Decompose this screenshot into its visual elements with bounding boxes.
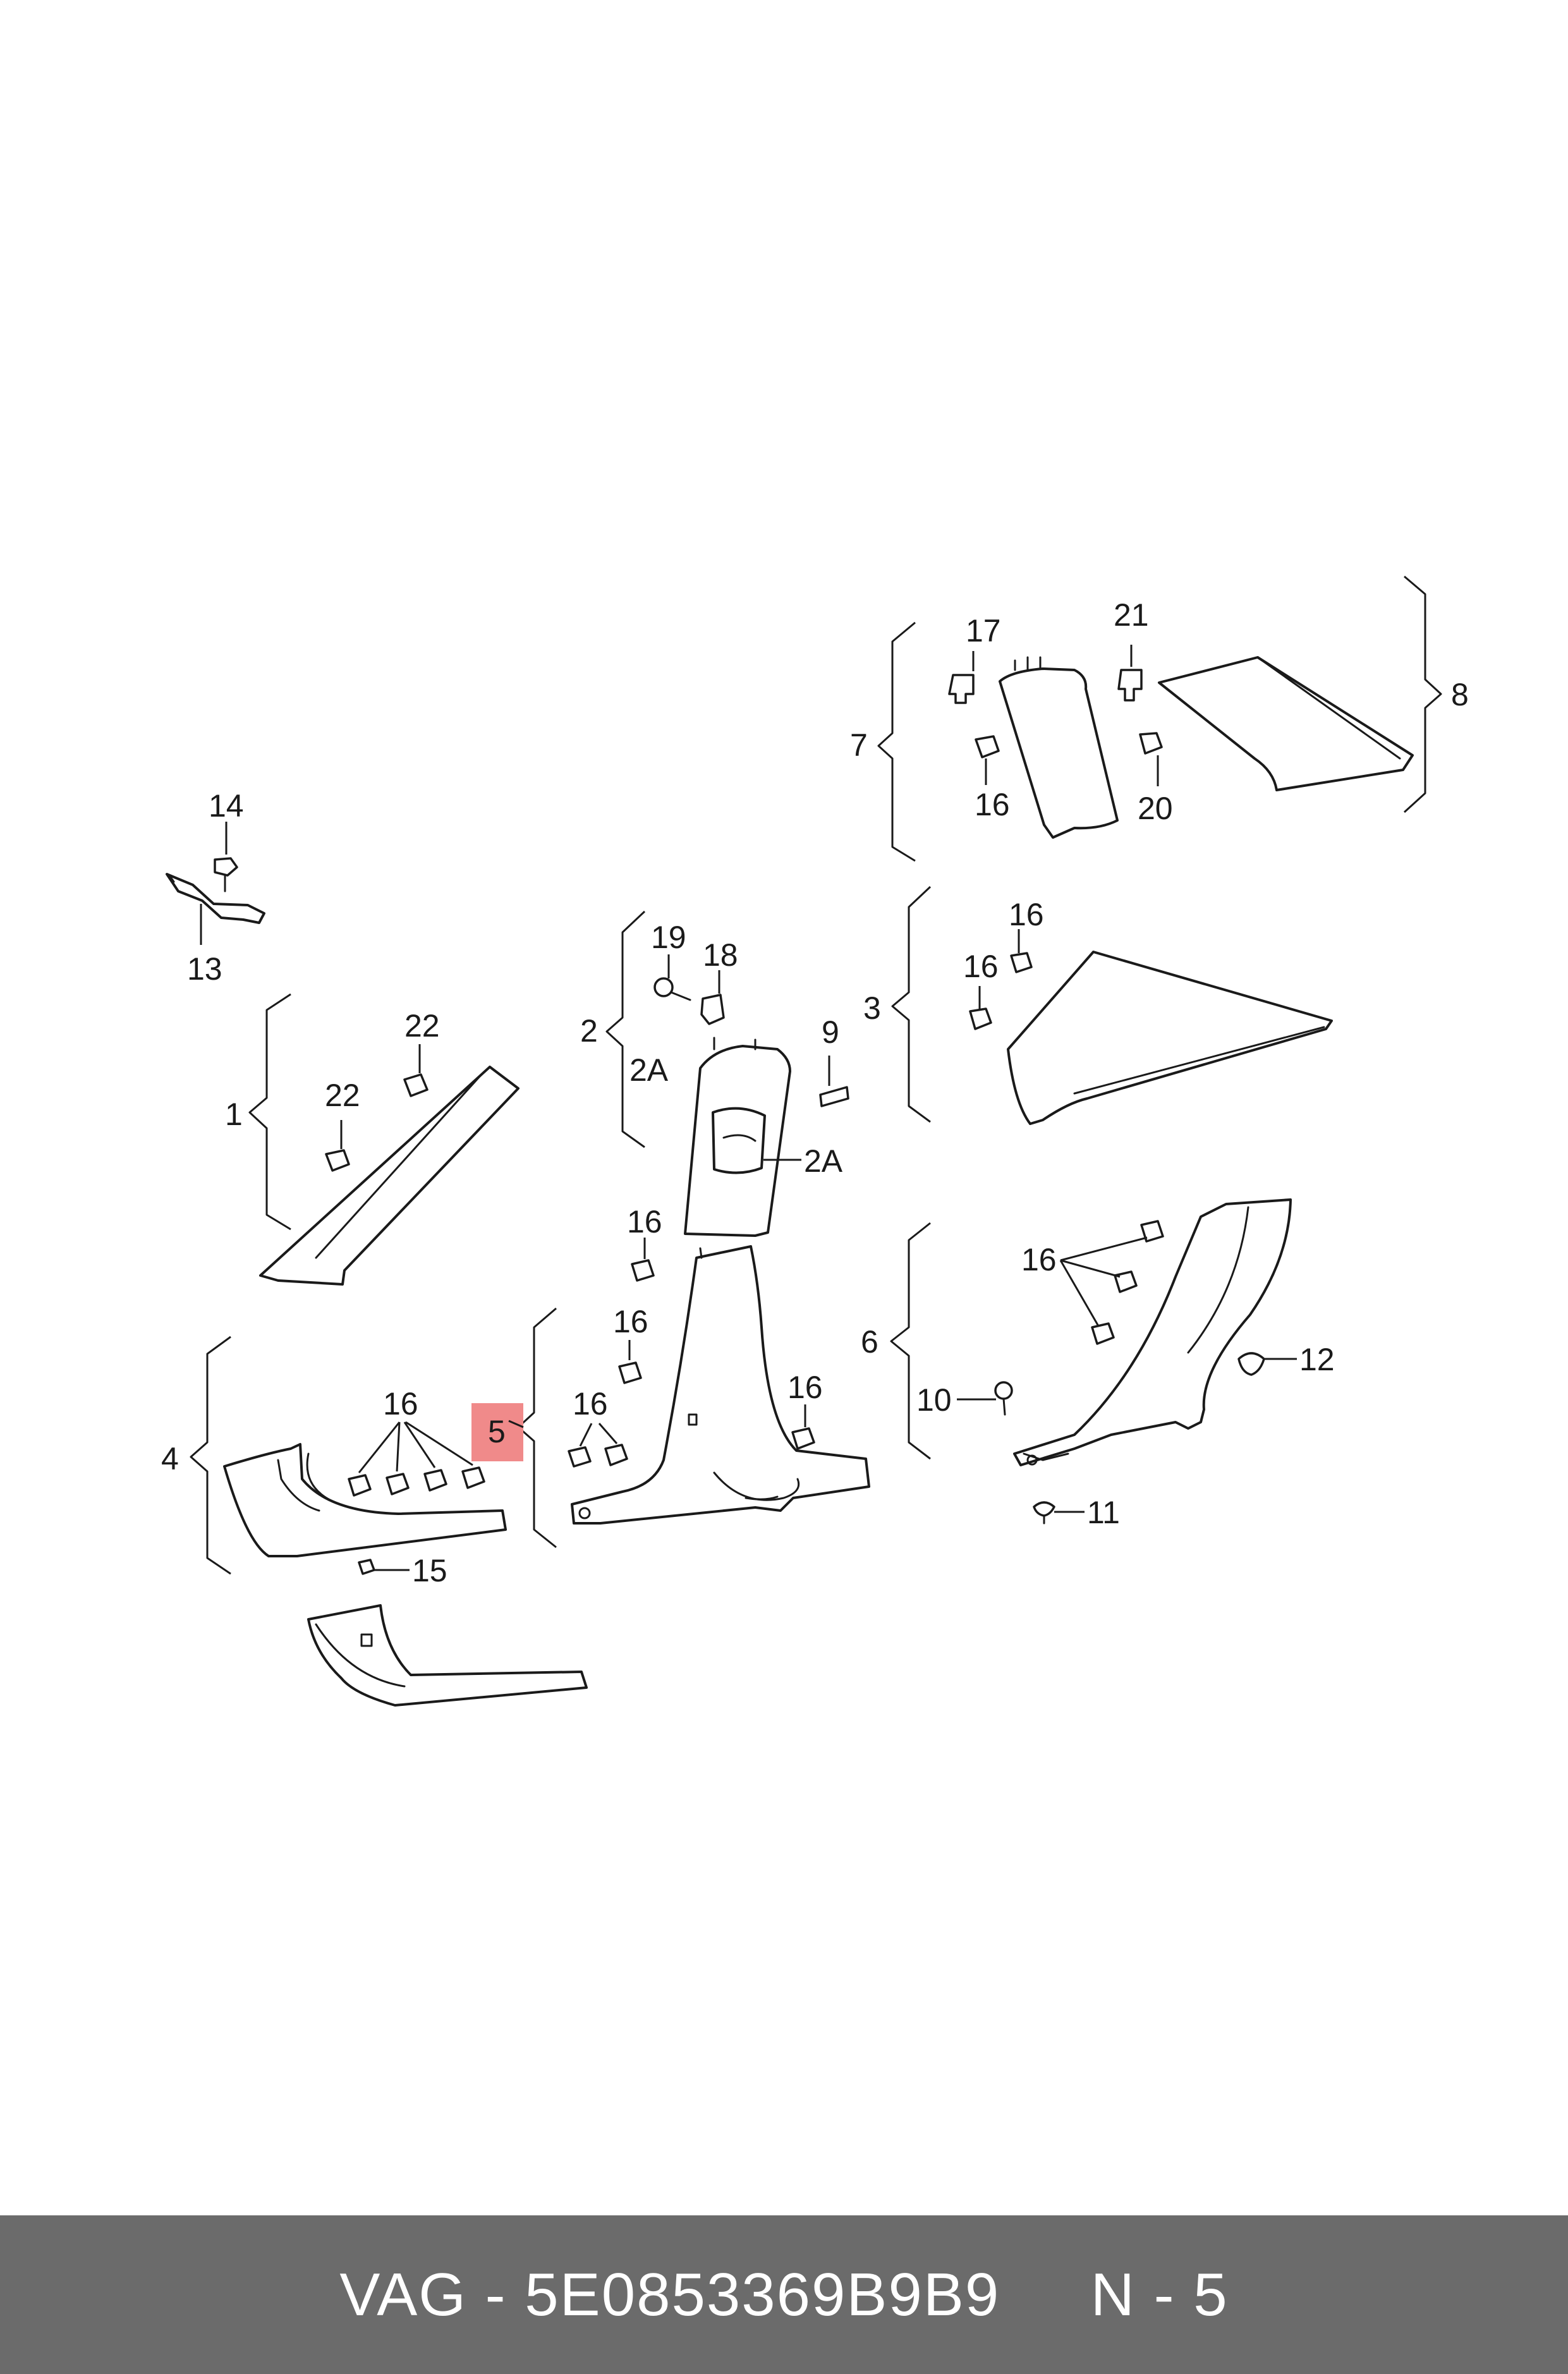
part-13-bracket (166, 873, 265, 924)
clip-15 (358, 1559, 375, 1575)
clip-16-f (568, 1444, 628, 1468)
label-3: 3 (863, 990, 881, 1026)
part-9-strip (819, 1086, 849, 1107)
part-2-b-pillar-upper (684, 1037, 791, 1237)
label-16-i: 16 (1021, 1242, 1057, 1277)
footer-bar: VAG - 5E0853369B9B9 N - 5 (0, 2215, 1568, 2374)
footer-gap (1000, 2261, 1090, 2328)
clip-18 (700, 994, 725, 1025)
label-17: 17 (966, 613, 1001, 648)
screw-14 (214, 857, 238, 892)
clip-16-d (631, 1259, 655, 1282)
part-3-trim (1007, 951, 1333, 1125)
highlight-label-5[interactable]: 5 (471, 1403, 523, 1461)
label-16-f: 16 (573, 1386, 608, 1421)
label-13: 13 (187, 951, 222, 987)
clip-22-b (325, 1149, 350, 1172)
clip-16-e (618, 1361, 642, 1384)
footer-caption: VAG - 5E0853369B9B9 N - 5 (339, 2260, 1228, 2330)
bracket-4 (190, 1336, 231, 1575)
part-8-trim (1158, 656, 1414, 791)
footer-separator: - (466, 2260, 525, 2328)
label-7: 7 (850, 727, 868, 763)
label-2: 2 (580, 1013, 598, 1049)
label-10: 10 (916, 1382, 952, 1418)
label-2a-bracket: 2A (629, 1052, 669, 1088)
part-4-sill-trim (223, 1443, 507, 1557)
label-9: 9 (822, 1014, 839, 1050)
label-19: 19 (651, 920, 686, 955)
label-22-b: 22 (325, 1078, 360, 1113)
parts-diagram: 8 7 17 21 16 20 14 13 (161, 575, 1469, 1707)
footer-position: N - 5 (1090, 2260, 1229, 2328)
footer-brand: VAG (339, 2260, 467, 2328)
label-8: 8 (1451, 677, 1469, 712)
bracket-1 (248, 993, 291, 1231)
label-22-a: 22 (404, 1008, 440, 1044)
screw-10 (994, 1381, 1013, 1416)
label-14: 14 (209, 788, 244, 824)
label-4: 4 (161, 1441, 179, 1476)
label-21: 21 (1114, 597, 1149, 633)
bracket-6 (890, 1222, 931, 1460)
label-16-h: 16 (383, 1386, 418, 1421)
label-16-g: 16 (787, 1370, 823, 1405)
label-1: 1 (225, 1097, 243, 1132)
part-sill-trim-lower (307, 1604, 588, 1707)
clip-16-i (1091, 1220, 1164, 1345)
clip-20 (1139, 732, 1163, 755)
bracket-7 (877, 621, 916, 862)
clip-22-a (403, 1073, 428, 1097)
part-6-trim (1013, 1198, 1292, 1466)
clip-21 (1117, 669, 1143, 702)
cap-12 (1237, 1352, 1265, 1376)
bracket-2 (605, 910, 646, 1148)
label-16-a: 16 (975, 787, 1010, 822)
label-18: 18 (703, 937, 738, 973)
label-20: 20 (1138, 791, 1173, 826)
footer-part-number: 5E0853369B9B9 (525, 2260, 1000, 2328)
clip-17 (948, 674, 975, 704)
screw-19 (653, 977, 691, 1001)
label-6: 6 (861, 1324, 878, 1360)
part-1-a-pillar (259, 1066, 520, 1286)
label-16-b: 16 (1009, 897, 1044, 932)
clip-16-g (791, 1427, 815, 1450)
label-12: 12 (1299, 1342, 1335, 1377)
screw-11 (1033, 1501, 1055, 1525)
part-5-b-pillar-lower (571, 1245, 870, 1525)
label-5: 5 (488, 1414, 506, 1449)
label-16-d: 16 (627, 1204, 662, 1239)
bracket-5 (517, 1307, 557, 1549)
clip-16-a (975, 735, 1000, 758)
bracket-8 (1403, 575, 1442, 813)
part-7-trim (999, 656, 1119, 839)
clip-16-h (348, 1466, 485, 1497)
label-16-c: 16 (963, 949, 999, 984)
label-2a: 2A (804, 1143, 843, 1179)
label-16-e: 16 (613, 1304, 648, 1339)
clip-16-c (969, 1007, 992, 1030)
bracket-3 (891, 886, 932, 1123)
label-11: 11 (1087, 1495, 1120, 1530)
label-15: 15 (412, 1553, 447, 1588)
clip-16-b (1010, 952, 1033, 973)
